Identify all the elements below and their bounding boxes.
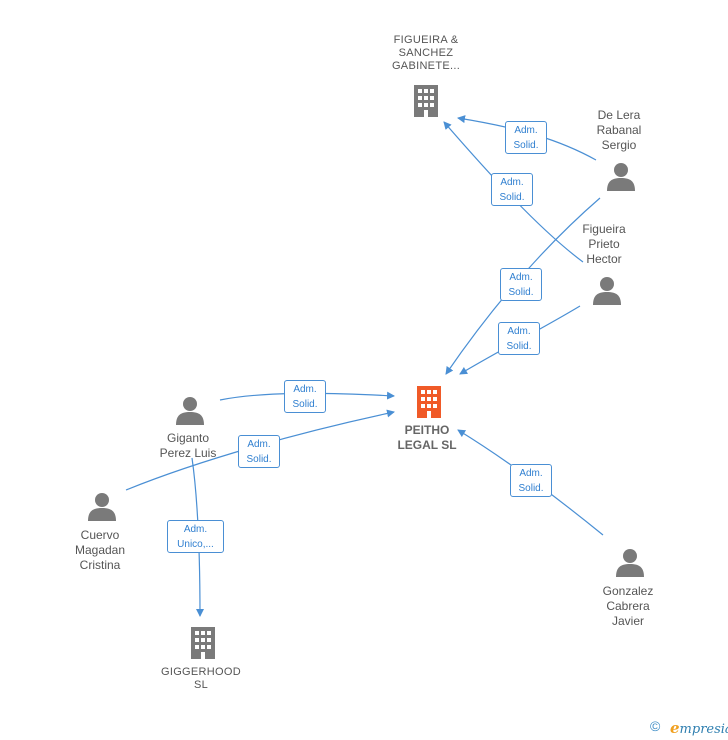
- relation-label[interactable]: Adm. Unico,...: [167, 520, 224, 553]
- relation-label[interactable]: Adm. Solid.: [491, 173, 533, 206]
- person-icon[interactable]: [593, 277, 621, 305]
- copyright-icon: ©: [650, 718, 661, 734]
- brand-logo: empresia: [670, 719, 728, 737]
- building-icon[interactable]: [191, 627, 215, 659]
- relation-label[interactable]: Adm. Solid.: [284, 380, 326, 413]
- person-label-delera[interactable]: De Lera Rabanal Sergio: [596, 108, 642, 152]
- building-icon[interactable]: [417, 386, 441, 418]
- relation-label[interactable]: Adm. Solid.: [238, 435, 280, 468]
- main-company-label[interactable]: PEITHO LEGAL SL: [397, 423, 457, 452]
- person-icon[interactable]: [607, 163, 635, 191]
- person-icon[interactable]: [176, 397, 204, 425]
- relation-label[interactable]: Adm. Solid.: [510, 464, 552, 497]
- person-label-figueira-prieto[interactable]: Figueira Prieto Hector: [582, 222, 626, 266]
- relation-label[interactable]: Adm. Solid.: [498, 322, 540, 355]
- building-icon[interactable]: [414, 85, 438, 117]
- person-label-giganto[interactable]: Giganto Perez Luis: [159, 431, 217, 460]
- relation-label[interactable]: Adm. Solid.: [500, 268, 542, 301]
- company-label-figueira[interactable]: FIGUEIRA & SANCHEZ GABINETE...: [391, 34, 461, 72]
- person-label-gonzalez[interactable]: Gonzalez Cabrera Javier: [602, 584, 654, 628]
- person-icon[interactable]: [616, 549, 644, 577]
- company-label-giggerhood[interactable]: GIGGERHOOD SL: [160, 666, 241, 691]
- person-label-cuervo[interactable]: Cuervo Magadan Cristina: [74, 528, 126, 572]
- person-icon[interactable]: [88, 493, 116, 521]
- relation-label[interactable]: Adm. Solid.: [505, 121, 547, 154]
